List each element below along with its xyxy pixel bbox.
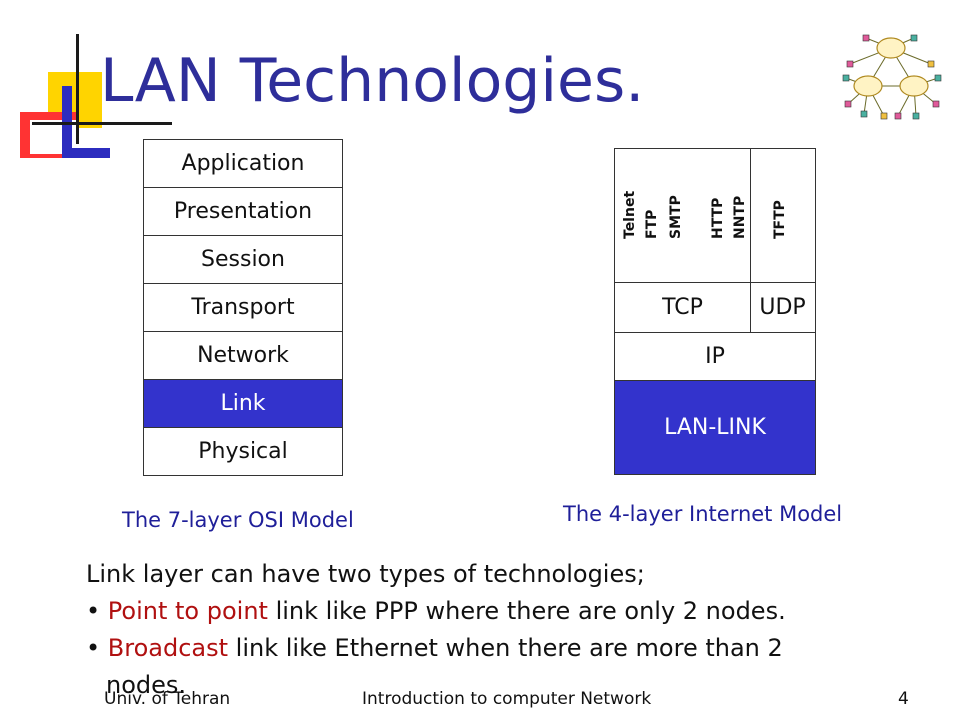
- footer-page-number: 4: [898, 689, 909, 709]
- bullet-point-to-point: • Point to point link like PPP where the…: [86, 593, 946, 630]
- osi-layer-network: Network: [143, 331, 343, 380]
- internet-model-column-separator: [750, 149, 751, 332]
- bullet-point-to-point-text: link like PPP where there are only 2 nod…: [267, 597, 786, 625]
- network-ip: IP: [705, 344, 725, 369]
- osi-layer-session: Session: [143, 235, 343, 284]
- body-intro: Link layer can have two types of technol…: [86, 560, 645, 588]
- osi-layer-application: Application: [143, 139, 343, 188]
- bullet-broadcast: • Broadcast link like Ethernet when ther…: [86, 630, 946, 667]
- title-decoration-horizontal-line: [32, 122, 172, 125]
- body-text: Link layer can have two types of technol…: [86, 556, 946, 704]
- app-protocol-http: HTTP: [710, 197, 726, 239]
- app-protocol-tftp: TFTP: [772, 200, 788, 239]
- bullet-dot: •: [86, 597, 108, 625]
- transport-tcp: TCP: [662, 295, 703, 320]
- internet-model-stack: Telnet FTP SMTP HTTP NNTP TFTP TCP UDP I…: [614, 148, 816, 475]
- osi-layer-transport: Transport: [143, 283, 343, 332]
- internet-model-row-separator: [615, 332, 815, 333]
- bullet-broadcast-term: Broadcast: [107, 634, 229, 662]
- slide-title: LAN Technologies.: [100, 46, 645, 116]
- app-protocol-ftp: FTP: [644, 209, 660, 239]
- title-decoration-vertical-line: [76, 34, 79, 144]
- internet-model-row-separator: [615, 380, 815, 381]
- bullet-broadcast-text: link like Ethernet when there are more t…: [228, 634, 783, 662]
- bullet-point-to-point-term: Point to point: [107, 597, 268, 625]
- internet-model-caption: The 4-layer Internet Model: [563, 502, 843, 526]
- osi-layer-link: Link: [143, 379, 343, 428]
- osi-layer-presentation: Presentation: [143, 187, 343, 236]
- bullet-dot: •: [86, 634, 108, 662]
- osi-layer-physical: Physical: [143, 427, 343, 476]
- transport-udp: UDP: [759, 295, 806, 320]
- app-protocol-nntp: NNTP: [732, 195, 748, 239]
- app-protocol-smtp: SMTP: [668, 195, 684, 239]
- footer-university: Univ. of Tehran: [104, 689, 231, 709]
- network-clouds-icon: [842, 34, 942, 120]
- internet-model-transport-top-border: [614, 282, 816, 283]
- footer-course-title: Introduction to computer Network: [362, 689, 652, 709]
- link-lan-link: LAN-LINK: [615, 381, 815, 474]
- osi-model-caption: The 7-layer OSI Model: [122, 508, 354, 532]
- app-protocol-telnet: Telnet: [622, 190, 638, 239]
- bullet-broadcast-continuation: nodes.: [106, 671, 187, 699]
